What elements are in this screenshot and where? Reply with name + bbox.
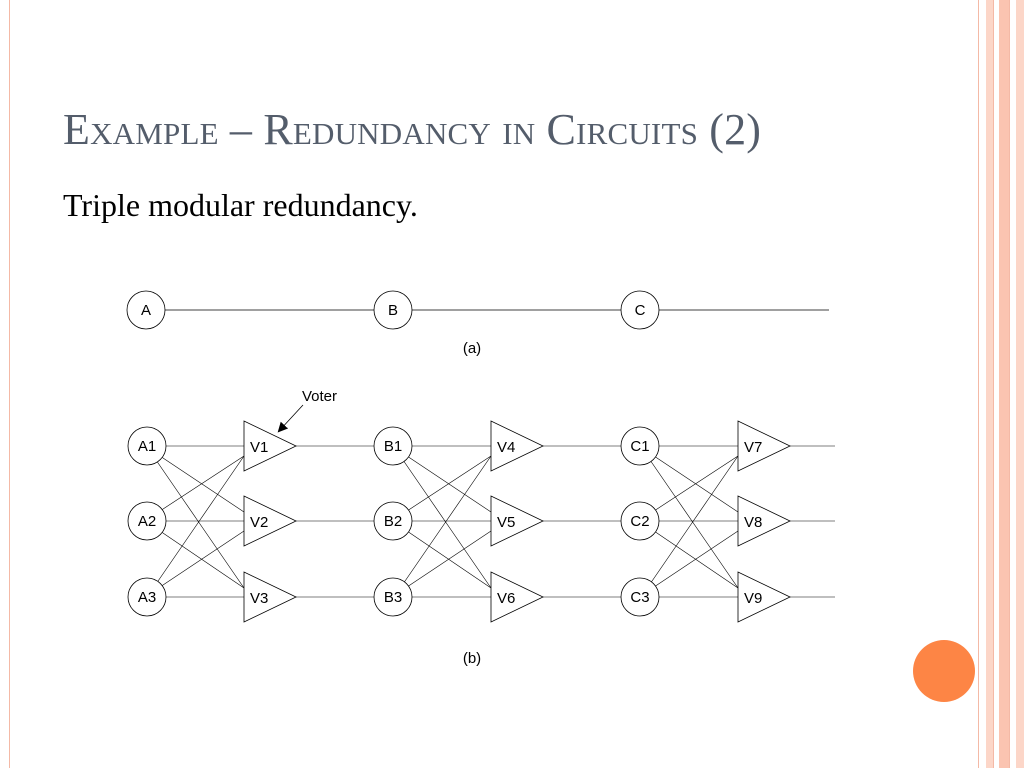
- slide-body-text: Triple modular redundancy.: [63, 187, 418, 223]
- slide-title: Example – Redundancy in Circuits (2): [63, 105, 762, 154]
- module-a3-node: [127, 577, 167, 617]
- caption-b: (b): [463, 650, 481, 667]
- module-c2-node: [620, 501, 660, 541]
- voter-v2-label: V2: [250, 514, 268, 531]
- module-c1-label: C1: [630, 438, 649, 455]
- slide-frame-right: [978, 0, 1024, 768]
- stage-2: B1 B2 B3 V4 V5 V6: [373, 420, 621, 623]
- voter-v4-label: V4: [497, 439, 515, 456]
- voter-v1-label: V1: [250, 439, 268, 456]
- module-a-node: [126, 290, 166, 330]
- voter-v5-triangle: [490, 495, 544, 547]
- module-b3-node: [373, 577, 413, 617]
- module-b2-label: B2: [384, 513, 402, 530]
- module-a2-node: [127, 501, 167, 541]
- module-c-node: [620, 290, 660, 330]
- voter-v3-triangle: [243, 571, 297, 623]
- module-b-node: [373, 290, 413, 330]
- voter-annotation-label: Voter: [302, 388, 337, 405]
- module-a1-node: [127, 426, 167, 466]
- voter-v1-triangle: [243, 420, 297, 472]
- voter-annotation-arrow: [277, 404, 304, 433]
- voter-v7-triangle: [737, 420, 791, 472]
- stage-3: C1 C2 C3 V7 V8 V9: [620, 420, 835, 623]
- module-b2-node: [373, 501, 413, 541]
- module-a3-label: A3: [138, 589, 156, 606]
- voter-v5-label: V5: [497, 514, 515, 531]
- voter-v7-label: V7: [744, 439, 762, 456]
- decorative-orange-circle: [913, 640, 975, 702]
- module-b3-label: B3: [384, 589, 402, 606]
- module-a2-label: A2: [138, 513, 156, 530]
- caption-a: (a): [463, 340, 481, 357]
- module-b1-node: [373, 426, 413, 466]
- module-b-label: B: [388, 302, 398, 319]
- voter-v6-label: V6: [497, 590, 515, 607]
- diagram-part-a: A B C (a): [126, 290, 829, 357]
- voter-v3-label: V3: [250, 590, 268, 607]
- stage-1: A1 A2 A3 V1 V2 V3: [127, 420, 374, 623]
- diagram-part-b: A1 A2 A3 V1 V2 V3: [127, 388, 835, 667]
- slide-frame-left: [9, 0, 10, 768]
- module-c-label: C: [635, 302, 646, 319]
- voter-v9-triangle: [737, 571, 791, 623]
- voter-v8-triangle: [737, 495, 791, 547]
- voter-v6-triangle: [490, 571, 544, 623]
- module-b1-label: B1: [384, 438, 402, 455]
- module-c1-node: [620, 426, 660, 466]
- module-a1-label: A1: [138, 438, 156, 455]
- module-c3-node: [620, 577, 660, 617]
- voter-v2-triangle: [243, 495, 297, 547]
- module-a-label: A: [141, 302, 151, 319]
- module-c2-label: C2: [630, 513, 649, 530]
- voter-v9-label: V9: [744, 590, 762, 607]
- voter-v8-label: V8: [744, 514, 762, 531]
- voter-v4-triangle: [490, 420, 544, 472]
- module-c3-label: C3: [630, 589, 649, 606]
